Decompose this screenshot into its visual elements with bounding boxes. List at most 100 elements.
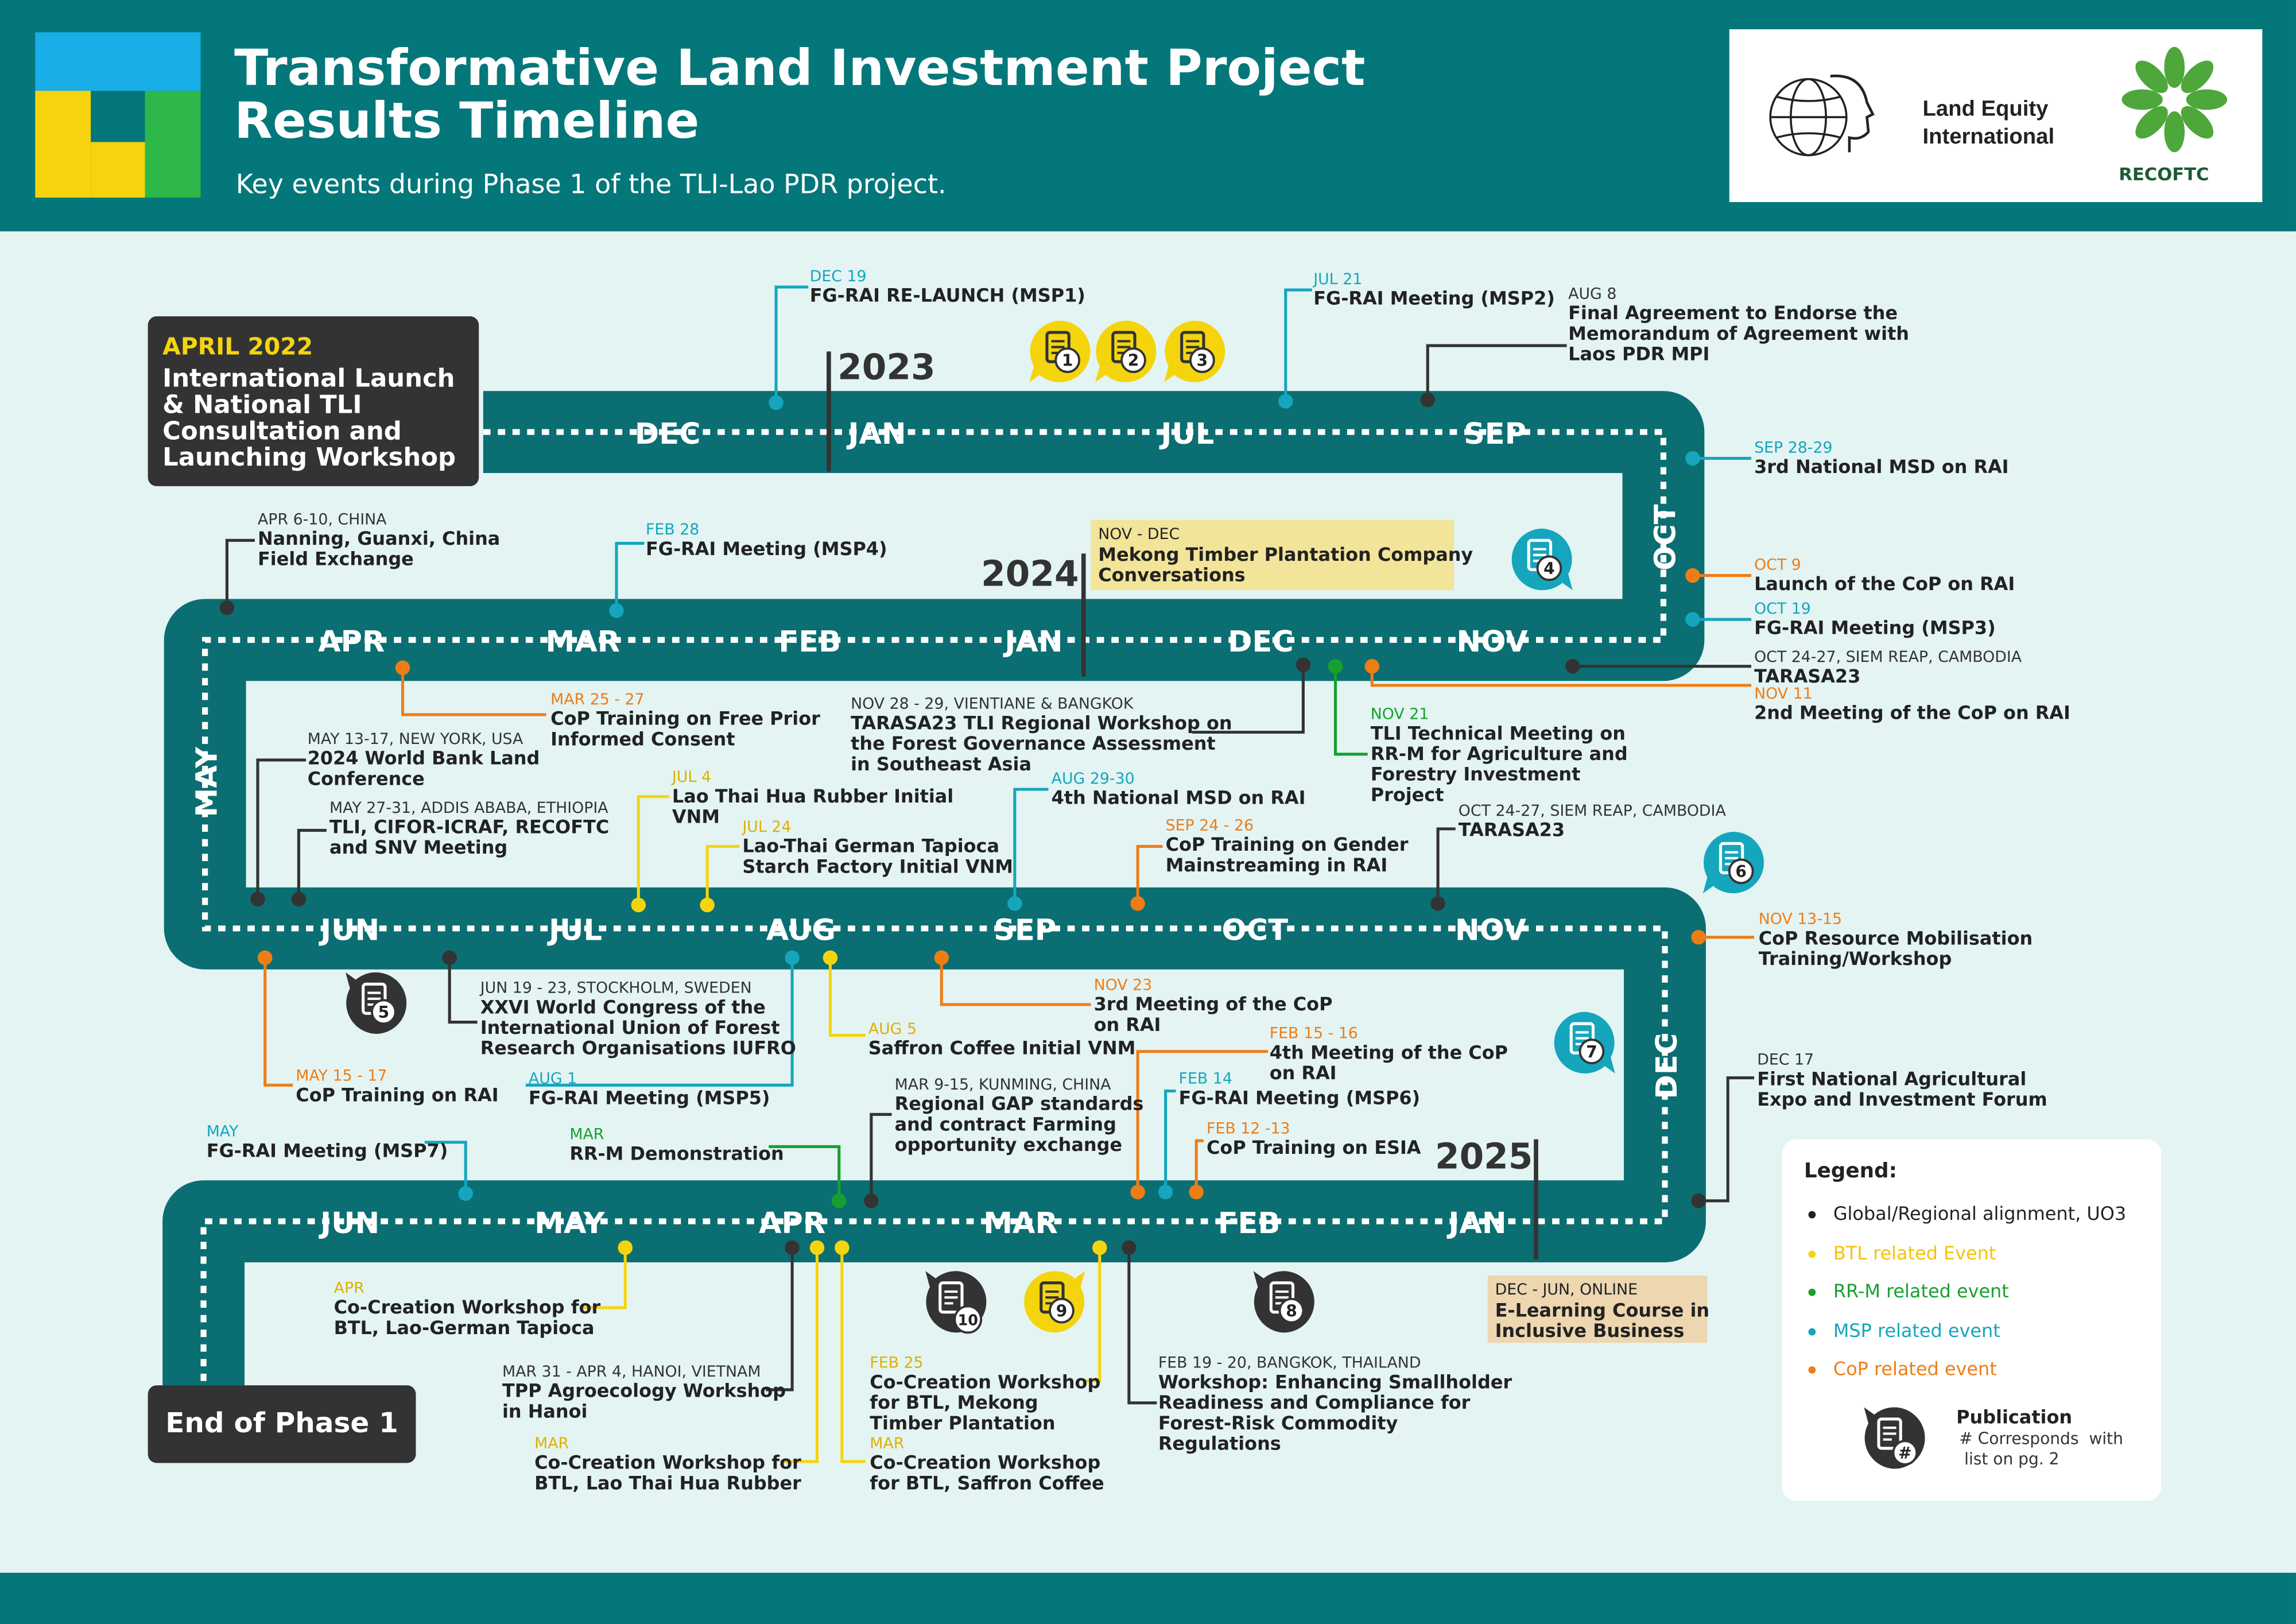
publication-badge: 3 [1161, 318, 1228, 385]
legend-item: CoP related event [1808, 1358, 1997, 1379]
start-title: International Launch & National TLI Cons… [162, 365, 456, 473]
month-label: JUN [320, 1205, 380, 1241]
month-label: NOV [1456, 623, 1528, 659]
page-subtitle: Key events during Phase 1 of the TLI-Lao… [235, 169, 947, 201]
publication-badge: 9 [1021, 1268, 1088, 1335]
legend-publication-title: Publication [1956, 1405, 2073, 1428]
recoftc-leaf-icon [2119, 44, 2230, 156]
month-label: AUG [766, 912, 836, 948]
publication-badge: 5 [343, 970, 410, 1037]
page-title-line2: Results Timeline [234, 92, 700, 151]
legend-publication-note: # Corresponds with list on pg. 2 [1959, 1429, 2123, 1469]
year-label-2024: 2024 [981, 553, 1079, 595]
month-label: JUL [549, 912, 603, 948]
year-label-2023: 2023 [837, 347, 936, 389]
start-date: APRIL 2022 [162, 332, 313, 361]
svg-text:10: 10 [957, 1312, 978, 1330]
month-label: APR [318, 623, 385, 659]
legend-item: Global/Regional alignment, UO3 [1808, 1202, 2126, 1224]
svg-text:5: 5 [378, 1003, 390, 1022]
publication-badge: 1 [1026, 318, 1093, 385]
year-label-2025: 2025 [1434, 1136, 1533, 1178]
publication-badge: 10 [922, 1268, 990, 1335]
recoftc-logo-text: RECOFTC [2119, 164, 2209, 185]
svg-text:6: 6 [1735, 862, 1747, 881]
month-label: FEB [1217, 1205, 1281, 1241]
month-label: OCT [1647, 504, 1683, 571]
svg-text:7: 7 [1586, 1042, 1597, 1061]
svg-text:#: # [1898, 1444, 1912, 1463]
month-label: NOV [1455, 912, 1527, 948]
legend-item: BTL related Event [1808, 1242, 1996, 1264]
month-label: JAN [1448, 1205, 1507, 1241]
month-label: DEC [634, 416, 701, 451]
end-of-phase-card: End of Phase 1 [148, 1385, 416, 1463]
svg-text:2: 2 [1128, 351, 1139, 370]
month-label: APR [758, 1205, 826, 1241]
month-label: JAN [1004, 623, 1063, 659]
land-equity-logo-text: Land Equity International [1922, 96, 2055, 150]
legend-item: RR-M related event [1808, 1280, 2009, 1302]
publication-badge: 6 [1700, 829, 1767, 896]
month-label: SEP [994, 912, 1057, 948]
month-label: DEC [1228, 623, 1294, 659]
svg-text:3: 3 [1197, 351, 1208, 370]
footer-bar [0, 1572, 2296, 1624]
legend-item: MSP related event [1808, 1319, 2000, 1342]
legend: Legend: Global/Regional alignment, UO3 B… [1782, 1139, 2162, 1501]
page-title-line1: Transformative Land Investment Project [234, 39, 1366, 98]
month-label: JUL [1161, 416, 1215, 451]
month-label: MAY [534, 1205, 605, 1241]
month-label: DEC [1649, 1033, 1684, 1099]
tli-logo [35, 32, 201, 198]
svg-text:1: 1 [1062, 351, 1073, 370]
publication-badge: 4 [1508, 526, 1576, 593]
start-card: APRIL 2022 International Launch & Nation… [148, 316, 479, 486]
month-label: JUN [320, 912, 380, 948]
month-label: MAR [983, 1205, 1058, 1241]
globe-face-icon [1764, 64, 1882, 167]
month-label: FEB [778, 623, 841, 659]
month-label: SEP [1464, 416, 1527, 451]
svg-text:4: 4 [1543, 559, 1555, 578]
legend-title: Legend: [1804, 1160, 1897, 1184]
